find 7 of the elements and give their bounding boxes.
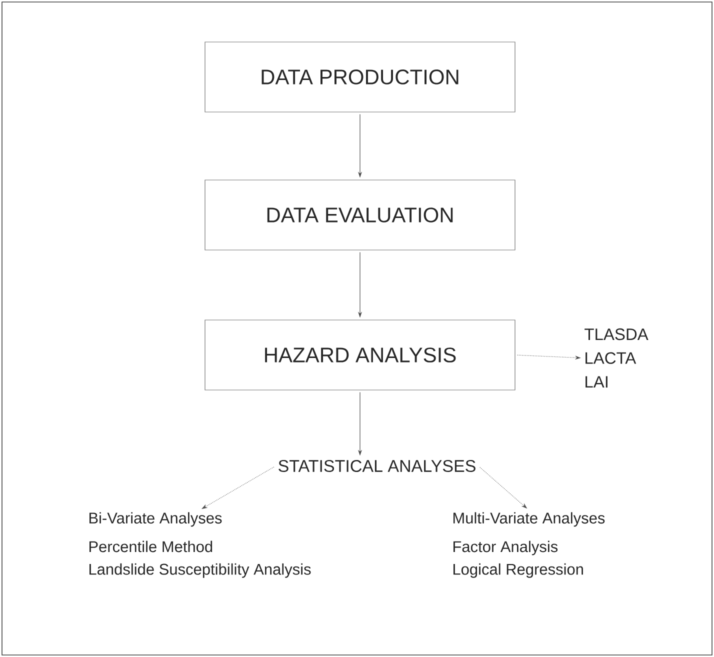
analysis-list: Bi-Variate Analyses Percentile Method Landslide Susceptibility Analysis bbox=[89, 512, 311, 578]
process-box: DATA EVALUATION bbox=[204, 180, 516, 250]
process-box: HAZARD ANALYSIS bbox=[204, 320, 516, 390]
heading-text: STATISTICAL ANALYSES bbox=[278, 460, 476, 472]
analysis-list: Multi-Variate Analyses Factor Analysis Logical Regression bbox=[453, 512, 605, 578]
process-box: DATA PRODUCTION bbox=[204, 42, 516, 112]
method-list: TLASDA LACTA LAI bbox=[584, 328, 648, 388]
